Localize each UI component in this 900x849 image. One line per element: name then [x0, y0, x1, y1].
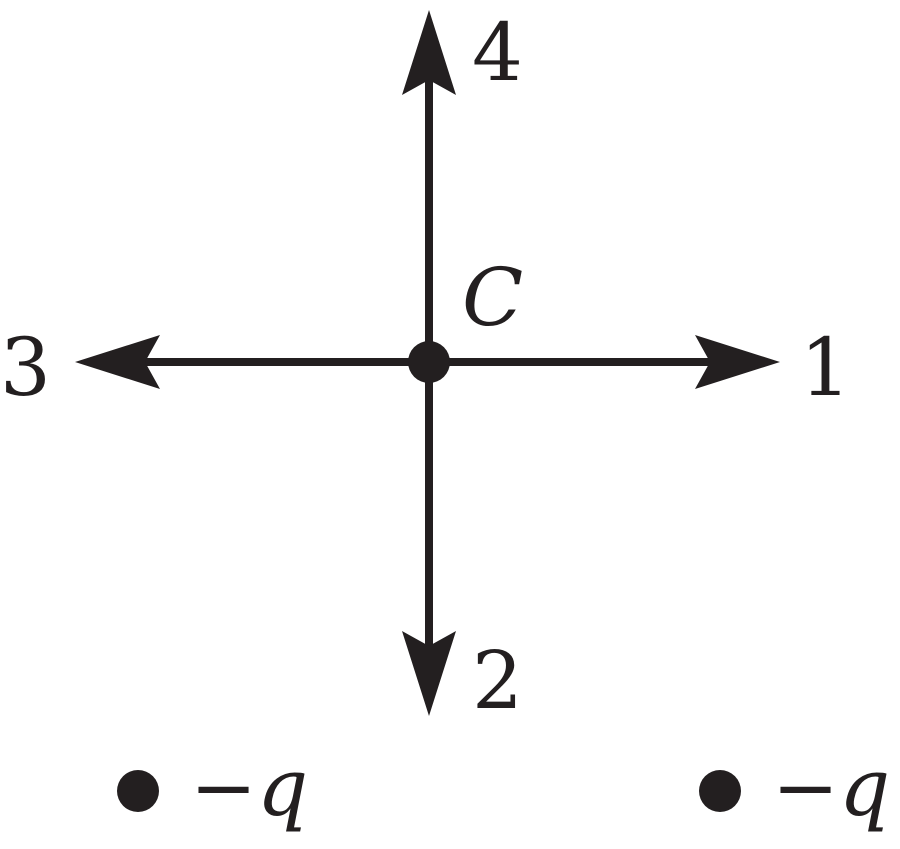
arrow-1-label: 1	[800, 321, 851, 414]
arrow-1-right	[429, 335, 780, 389]
arrow-4-label: 4	[472, 6, 523, 99]
charge-right-label: −q	[772, 741, 890, 834]
arrow-3-left	[75, 335, 429, 389]
charge-left-label: −q	[190, 741, 308, 834]
charge-right-dot	[699, 770, 741, 812]
charge-left-dot	[117, 770, 159, 812]
arrow-3-label: 3	[0, 321, 51, 414]
arrow-2-down	[402, 362, 456, 716]
center-point	[408, 341, 450, 383]
arrow-2-label: 2	[472, 634, 523, 727]
arrow-4-up	[402, 10, 456, 362]
center-label: C	[462, 251, 523, 344]
